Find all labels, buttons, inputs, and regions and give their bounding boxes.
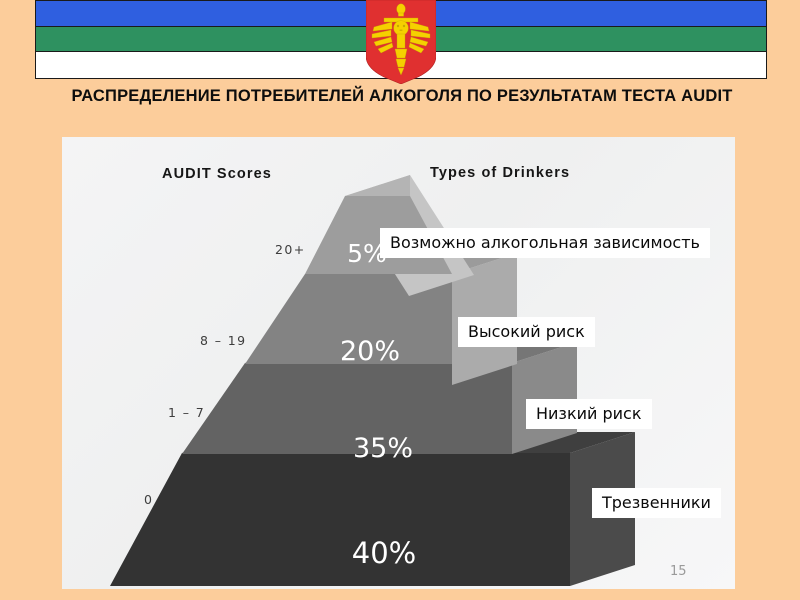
percent-label-35: 35%	[352, 433, 413, 464]
komi-coat-of-arms-icon	[366, 0, 436, 84]
percent-label-20: 20%	[339, 336, 400, 367]
score-label-20plus: 20+	[275, 242, 306, 257]
tier-2-front-face	[245, 274, 452, 364]
tier-1-front-face	[182, 363, 512, 454]
tier-3-apex-face	[345, 175, 410, 196]
callout-abstainers: Трезвенники	[592, 488, 721, 518]
corner-number: 15	[670, 564, 687, 579]
audit-scores-column-header: AUDIT Scores	[162, 166, 272, 182]
tier-0-front-face	[110, 453, 570, 586]
callout-possible-alcohol-dependence: Возможно алкогольная зависимость	[380, 228, 710, 258]
callout-high-risk: Высокий риск	[458, 317, 595, 347]
score-label-1-7: 1 – 7	[168, 405, 206, 420]
page-title: РАСПРЕДЕЛЕНИЕ ПОТРЕБИТЕЛЕЙ АЛКОГОЛЯ ПО Р…	[71, 87, 733, 105]
score-label-0: 0	[144, 492, 154, 507]
percent-label-40: 40%	[351, 536, 417, 570]
types-of-drinkers-column-header: Types of Drinkers	[430, 165, 571, 181]
callout-low-risk: Низкий риск	[526, 399, 652, 429]
score-label-8-19: 8 – 19	[200, 333, 247, 348]
pyramid-chart-panel: AUDIT Scores Types of Drinkers 20	[62, 137, 735, 589]
